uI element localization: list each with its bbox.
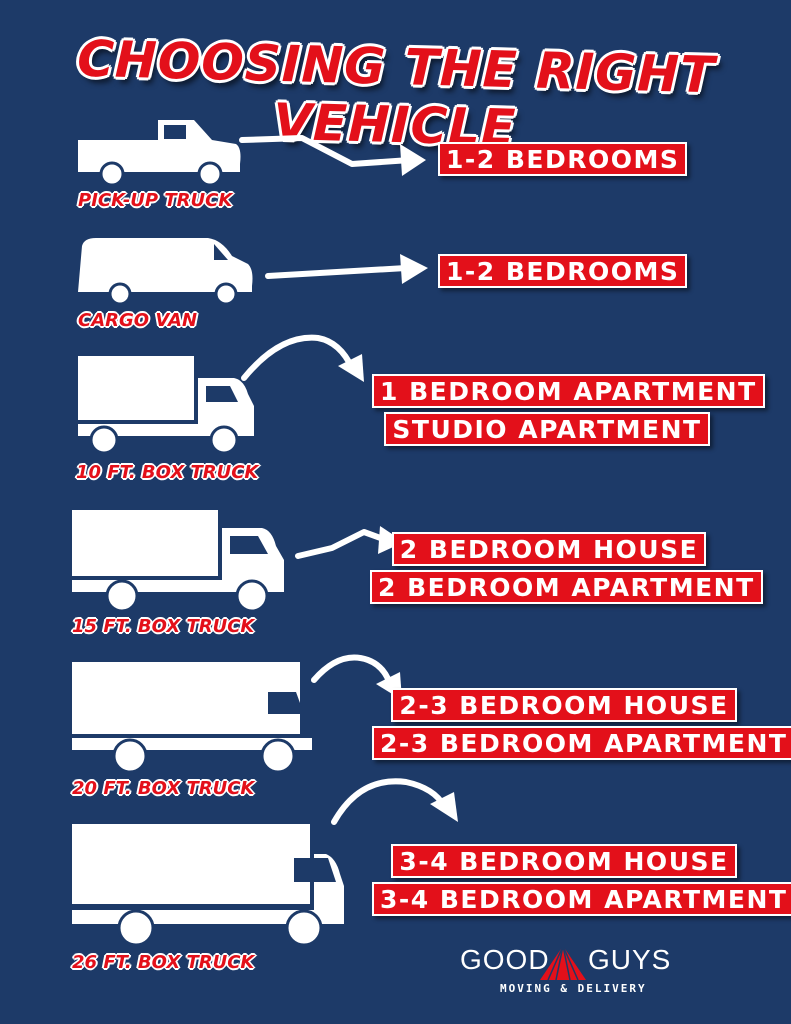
room-tag: 2 BEDROOM APARTMENT (370, 570, 763, 604)
arrow-icon (239, 135, 426, 176)
room-tag: 1 BEDROOM APARTMENT (372, 374, 765, 408)
room-tags-10ft: 1 BEDROOM APARTMENT STUDIO APARTMENT (372, 372, 765, 448)
room-tags-cargo-van: 1-2 BEDROOMS (438, 252, 688, 290)
vehicle-label-15ft: 15 FT. BOX TRUCK (72, 616, 255, 637)
logo-tagline: MOVING & DELIVERY (500, 982, 647, 995)
vehicle-label-cargo-van: CARGO VAN (78, 310, 198, 331)
room-tag: 3-4 BEDROOM HOUSE (391, 844, 737, 878)
box-truck-10ft-icon (78, 356, 254, 455)
vehicle-label-20ft: 20 FT. BOX TRUCK (72, 778, 255, 799)
room-tag: 2-3 BEDROOM HOUSE (391, 688, 737, 722)
arrow-icon (241, 334, 364, 382)
box-truck-15ft-icon (72, 510, 284, 613)
arrow-icon (331, 778, 458, 825)
logo-word-right: GUYS (588, 944, 672, 975)
room-tags-15ft: 2 BEDROOM HOUSE 2 BEDROOM APARTMENT (370, 530, 763, 606)
vehicle-label-26ft: 26 FT. BOX TRUCK (72, 952, 255, 973)
room-tag: STUDIO APARTMENT (384, 412, 710, 446)
arrow-icon (265, 254, 428, 284)
pickup-truck-icon (78, 120, 241, 186)
cargo-van-icon (78, 238, 253, 304)
room-tags-20ft: 2-3 BEDROOM HOUSE 2-3 BEDROOM APARTMENT (372, 686, 791, 762)
room-tag: 1-2 BEDROOMS (438, 142, 688, 176)
tent-logo-icon (540, 946, 586, 980)
vehicle-label-pickup: PICK-UP TRUCK (78, 190, 233, 211)
company-logo: GOOD GUYS MOVING & DELIVERY (454, 944, 672, 1000)
box-truck-26ft-icon (72, 824, 344, 947)
box-truck-20ft-icon (72, 662, 312, 774)
vehicle-label-10ft: 10 FT. BOX TRUCK (76, 462, 259, 483)
arrow-icon (295, 526, 404, 559)
room-tag: 1-2 BEDROOMS (438, 254, 688, 288)
room-tags-26ft: 3-4 BEDROOM HOUSE 3-4 BEDROOM APARTMENT (372, 842, 791, 918)
room-tags-pickup: 1-2 BEDROOMS (438, 140, 688, 178)
room-tag: 3-4 BEDROOM APARTMENT (372, 882, 791, 916)
logo-word-left: GOOD (460, 944, 550, 975)
room-tag: 2 BEDROOM HOUSE (391, 532, 707, 566)
room-tag: 2-3 BEDROOM APARTMENT (372, 726, 791, 760)
